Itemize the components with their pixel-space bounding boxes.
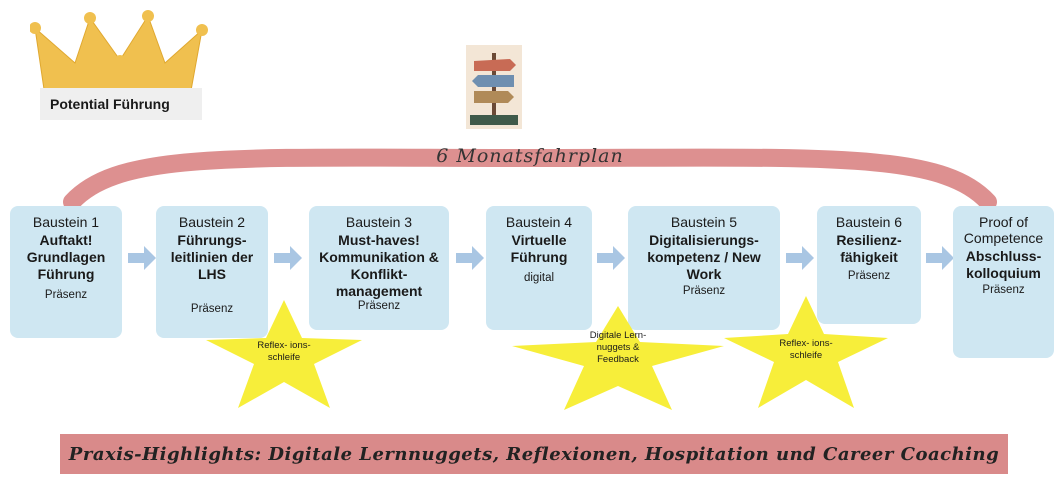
arrow-right-icon xyxy=(456,246,484,270)
highlights-banner: Praxis-Highlights: Digitale Lernnuggets,… xyxy=(60,434,1008,474)
module-head: Proof of Competence xyxy=(963,214,1044,246)
crown-label: Potential Führung xyxy=(40,88,202,120)
star-reflection-2: Reflex- ions- schleife xyxy=(724,296,888,408)
module-mode: Präsenz xyxy=(357,300,401,312)
module-head: Baustein 3 xyxy=(345,214,413,230)
module-title: Abschluss- kolloquium xyxy=(965,248,1042,281)
module-title: Resilienz- fähigkeit xyxy=(836,232,902,265)
module-head: Baustein 6 xyxy=(835,214,903,230)
module-head: Baustein 2 xyxy=(178,214,246,230)
arrow-right-icon xyxy=(926,246,954,270)
signpost-icon xyxy=(466,45,522,129)
module-title: Digitalisierungs- kompetenz / New Work xyxy=(647,232,761,282)
module-mode: Präsenz xyxy=(847,270,891,282)
module-box-1: Baustein 1 Auftakt! Grundlagen Führung P… xyxy=(10,206,122,338)
star-label: Reflex- ions- schleife xyxy=(779,338,833,361)
module-head: Baustein 1 xyxy=(32,214,100,230)
module-box-final: Proof of Competence Abschluss- kolloquiu… xyxy=(953,206,1054,358)
star-reflection-1: Reflex- ions- schleife xyxy=(206,300,362,410)
module-mode: Präsenz xyxy=(682,285,726,297)
star-label: Digitale Lern- nuggets & Feedback xyxy=(589,330,647,365)
module-title: Führungs- leitlinien der LHS xyxy=(170,232,254,282)
module-mode: Präsenz xyxy=(982,284,1025,296)
module-box-4: Baustein 4 Virtuelle Führung digital xyxy=(486,206,592,330)
arrow-right-icon xyxy=(597,246,625,270)
plan-title: 6 Monatsfahrplan xyxy=(436,145,624,167)
module-mode: Präsenz xyxy=(44,289,88,301)
arrow-right-icon xyxy=(274,246,302,270)
arrow-right-icon xyxy=(128,246,156,270)
module-mode: digital xyxy=(523,272,555,284)
module-title: Virtuelle Führung xyxy=(510,232,568,265)
module-title: Auftakt! Grundlagen Führung xyxy=(26,232,106,282)
module-title: Must-haves! Kommunikation & Konflikt- ma… xyxy=(319,232,439,299)
module-head: Baustein 5 xyxy=(670,214,738,230)
star-nuggets: Digitale Lern- nuggets & Feedback xyxy=(512,306,724,410)
arrow-right-icon xyxy=(786,246,814,270)
module-head: Baustein 4 xyxy=(505,214,573,230)
star-label: Reflex- ions- schleife xyxy=(257,340,311,363)
crown-icon xyxy=(29,8,210,126)
